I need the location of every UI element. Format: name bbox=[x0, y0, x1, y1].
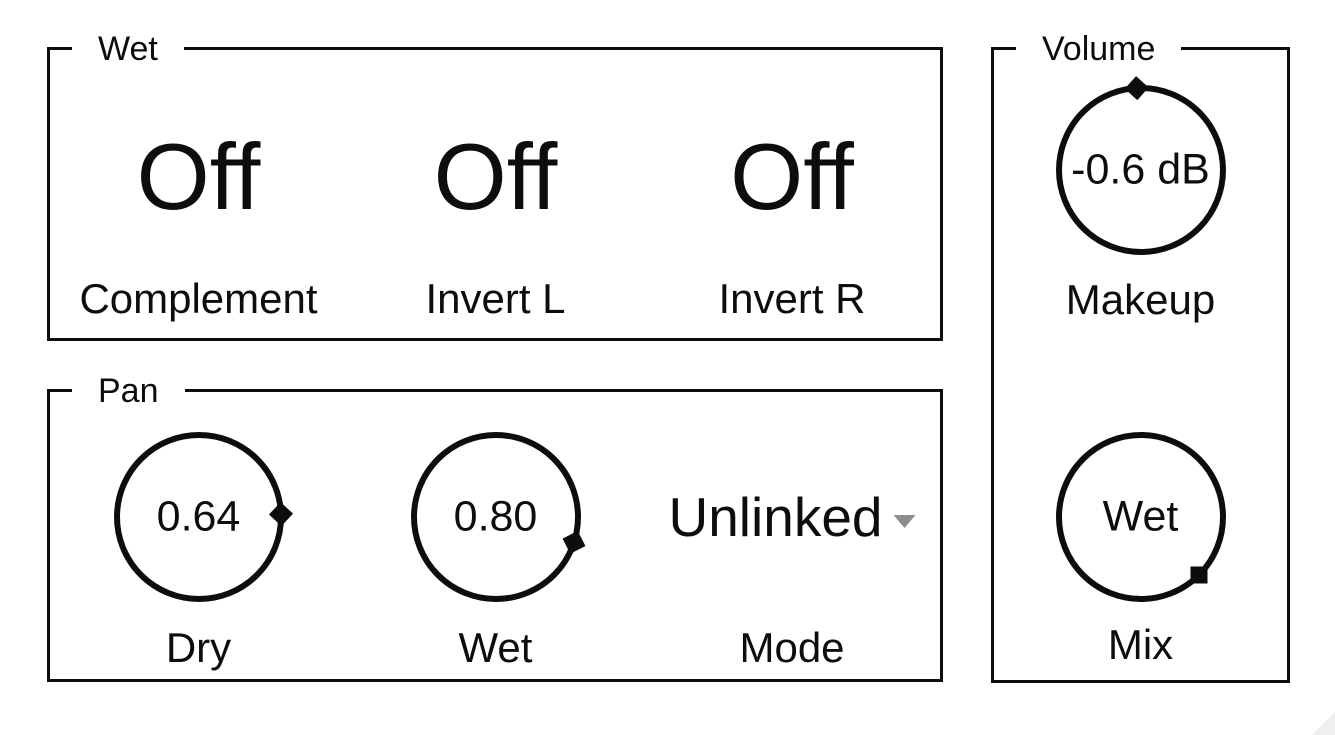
mix-knob-dial-icon bbox=[1046, 422, 1236, 612]
mix-knob[interactable]: Wet bbox=[1046, 422, 1236, 612]
dry-knob-dial-icon bbox=[104, 422, 294, 612]
wet-knob-label: Wet bbox=[458, 624, 533, 671]
mode-label: Mode bbox=[739, 624, 845, 671]
toggle-invert-l[interactable]: Off Invert L bbox=[347, 50, 644, 338]
makeup-knob-dial-icon bbox=[1046, 75, 1236, 265]
mode-dropdown[interactable]: Unlinked bbox=[668, 485, 916, 549]
wet-knob[interactable]: 0.80 bbox=[401, 422, 591, 612]
mode-cell: Unlinked Mode bbox=[644, 392, 940, 679]
dry-knob-label: Dry bbox=[165, 624, 232, 671]
group-volume-title: Volume bbox=[1016, 29, 1182, 69]
group-wet-title: Wet bbox=[72, 29, 184, 69]
toggle-invert-l-value: Off bbox=[433, 124, 558, 229]
wet-knob-dial-icon bbox=[401, 422, 591, 612]
makeup-knob-label: Makeup bbox=[1065, 276, 1216, 323]
knob-dry-cell: 0.64 Dry bbox=[50, 392, 347, 679]
makeup-knob[interactable]: -0.6 dB bbox=[1046, 75, 1236, 265]
mix-knob-label: Mix bbox=[1107, 621, 1174, 668]
toggle-invert-l-label: Invert L bbox=[425, 275, 566, 322]
toggle-complement[interactable]: Off Complement bbox=[50, 50, 347, 338]
group-wet: Wet Off Complement Off Invert L Off Inve… bbox=[47, 29, 943, 341]
toggle-invert-r-label: Invert R bbox=[718, 275, 866, 322]
knob-wet-cell: 0.80 Wet bbox=[347, 392, 644, 679]
group-volume: Volume -0.6 dB Makeup Wet Mix bbox=[991, 29, 1290, 683]
window-resize-grip[interactable] bbox=[1312, 712, 1335, 735]
group-pan-title: Pan bbox=[72, 371, 185, 411]
toggle-invert-r[interactable]: Off Invert R bbox=[644, 50, 940, 338]
group-pan: Pan 0.64 Dry 0.80 Wet Unlinked Mode bbox=[47, 371, 943, 682]
toggle-complement-label: Complement bbox=[79, 275, 318, 322]
dry-knob-value: 0.64 bbox=[156, 492, 241, 541]
makeup-knob-value: -0.6 dB bbox=[1071, 145, 1210, 194]
dry-knob[interactable]: 0.64 bbox=[104, 422, 294, 612]
toggle-complement-value: Off bbox=[136, 124, 261, 229]
mix-knob-value: Wet bbox=[1102, 492, 1179, 541]
wet-knob-value: 0.80 bbox=[453, 492, 538, 541]
chevron-down-icon bbox=[893, 514, 916, 528]
toggle-invert-r-value: Off bbox=[730, 124, 854, 229]
mode-dropdown-value: Unlinked bbox=[668, 486, 883, 548]
